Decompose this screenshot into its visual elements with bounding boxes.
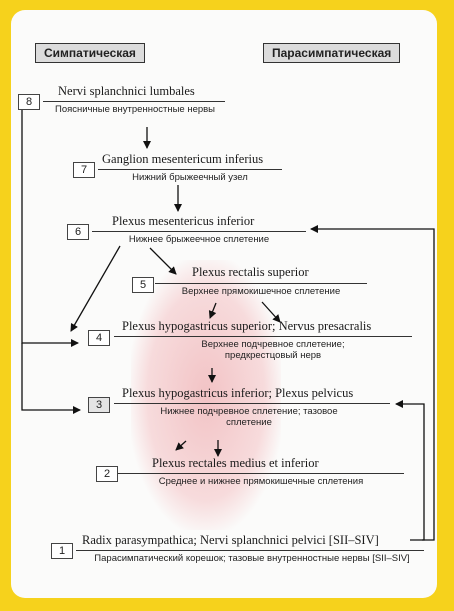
- arrow-3-to-2-left: [176, 441, 186, 450]
- node-2-rule: [118, 473, 404, 474]
- node-2-latin: Plexus rectales medius et inferior: [152, 456, 319, 471]
- node-7-number: 7: [73, 162, 95, 178]
- node-5-russian: Верхнее прямокишечное сплетение: [150, 286, 372, 297]
- arrow-5-to-4-left: [210, 303, 216, 318]
- node-6-rule: [92, 231, 306, 232]
- node-7-russian: Нижний брыжеечный узел: [98, 172, 282, 183]
- node-4-rule: [114, 336, 412, 337]
- node-3-russian: Нижнее подчревное сплетение; тазовое спл…: [146, 406, 352, 428]
- node-5-latin: Plexus rectalis superior: [192, 265, 309, 280]
- node-2-russian: Среднее и нижнее прямокишечные сплетения: [118, 476, 404, 487]
- arrow-8-to-3: [22, 343, 80, 410]
- arrow-1-to-6: [311, 229, 434, 540]
- node-6-number: 6: [67, 224, 89, 240]
- sympathetic-header: Симпатическая: [35, 43, 145, 63]
- node-3-number: 3: [88, 397, 110, 413]
- node-1-russian: Парасимпатический корешок; тазовые внутр…: [80, 553, 424, 564]
- arrow-1-to-3: [396, 404, 424, 540]
- node-8-latin: Nervi splanchnici lumbales: [58, 84, 195, 99]
- node-8-number: 8: [18, 94, 40, 110]
- node-8-rule: [43, 101, 225, 102]
- node-7-latin: Ganglion mesentericum inferius: [102, 152, 263, 167]
- arrow-8-to-4: [22, 103, 78, 343]
- node-4-latin: Plexus hypogastricus superior; Nervus pr…: [122, 319, 371, 334]
- arrow-6-to-5: [150, 248, 176, 274]
- parasympathetic-header: Парасимпатическая: [263, 43, 400, 63]
- node-6-latin: Plexus mesentericus inferior: [112, 214, 254, 229]
- node-4-number: 4: [88, 330, 110, 346]
- node-4-russian: Верхнее подчревное сплетение; предкрестц…: [188, 339, 358, 361]
- node-2-number: 2: [96, 466, 118, 482]
- node-7-rule: [98, 169, 282, 170]
- node-8-russian: Поясничные внутренностные нервы: [40, 104, 230, 115]
- node-1-latin: Radix parasympathica; Nervi splanchnici …: [82, 533, 379, 548]
- node-1-rule: [76, 550, 424, 551]
- node-6-russian: Нижнее брыжеечное сплетение: [92, 234, 306, 245]
- node-3-latin: Plexus hypogastricus inferior; Plexus pe…: [122, 386, 353, 401]
- node-5-rule: [155, 283, 367, 284]
- node-1-number: 1: [51, 543, 73, 559]
- arrow-6-to-4: [71, 246, 120, 331]
- node-3-rule: [114, 403, 390, 404]
